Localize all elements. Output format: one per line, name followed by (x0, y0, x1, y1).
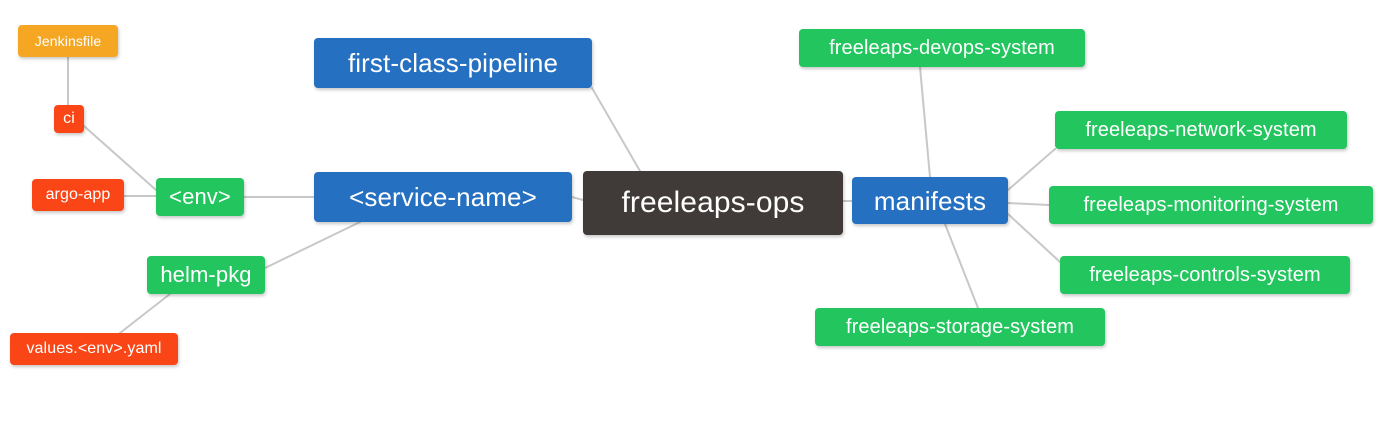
node-freeleaps-ops[interactable]: freeleaps-ops (583, 171, 843, 235)
node-ci[interactable]: ci (54, 105, 84, 133)
node-label-manifests: manifests (873, 185, 987, 216)
node-label-freeleaps-storage-system: freeleaps-storage-system (845, 316, 1075, 338)
node-label-first-class-pipeline: first-class-pipeline (347, 48, 559, 78)
node-label-freeleaps-monitoring-system: freeleaps-monitoring-system (1083, 194, 1339, 216)
edge-manifests-to-freeleaps-devops-system (919, 66, 931, 178)
node-freeleaps-monitoring-system[interactable]: freeleaps-monitoring-system (1049, 186, 1373, 224)
node-label-freeleaps-ops: freeleaps-ops (621, 186, 805, 219)
node-label-freeleaps-controls-system: freeleaps-controls-system (1089, 264, 1321, 286)
edge-freeleaps-ops-to-service-name (571, 196, 584, 201)
node-helm-pkg[interactable]: helm-pkg (147, 256, 265, 294)
node-first-class-pipeline[interactable]: first-class-pipeline (314, 38, 592, 88)
node-label-helm-pkg: helm-pkg (160, 262, 252, 287)
node-freeleaps-storage-system[interactable]: freeleaps-storage-system (815, 308, 1105, 346)
node-label-argo-app: argo-app (45, 186, 111, 203)
edge-service-name-to-helm-pkg (264, 221, 361, 269)
node-label-env: <env> (169, 184, 231, 209)
node-label-service-name: <service-name> (349, 182, 537, 212)
node-freeleaps-controls-system[interactable]: freeleaps-controls-system (1060, 256, 1350, 294)
node-label-jenkinsfile: Jenkinsfile (34, 33, 102, 49)
node-label-freeleaps-devops-system: freeleaps-devops-system (829, 37, 1055, 59)
node-freeleaps-devops-system[interactable]: freeleaps-devops-system (799, 29, 1085, 67)
node-jenkinsfile[interactable]: Jenkinsfile (18, 25, 118, 57)
node-freeleaps-network-system[interactable]: freeleaps-network-system (1055, 111, 1347, 149)
node-label-values-env-yaml: values.<env>.yaml (26, 340, 162, 357)
node-values-env-yaml[interactable]: values.<env>.yaml (10, 333, 178, 365)
node-label-ci: ci (63, 110, 75, 127)
node-service-name[interactable]: <service-name> (314, 172, 572, 222)
node-label-freeleaps-network-system: freeleaps-network-system (1085, 119, 1317, 141)
node-manifests[interactable]: manifests (852, 177, 1008, 224)
edge-freeleaps-ops-to-first-class-pipeline (591, 87, 641, 172)
edge-manifests-to-freeleaps-monitoring-system (1007, 202, 1050, 206)
edge-manifests-to-freeleaps-network-system (1007, 148, 1056, 191)
node-argo-app[interactable]: argo-app (32, 179, 124, 211)
edge-manifests-to-freeleaps-storage-system (944, 223, 979, 309)
edge-helm-pkg-to-values-env-yaml (119, 293, 171, 334)
node-env[interactable]: <env> (156, 178, 244, 216)
